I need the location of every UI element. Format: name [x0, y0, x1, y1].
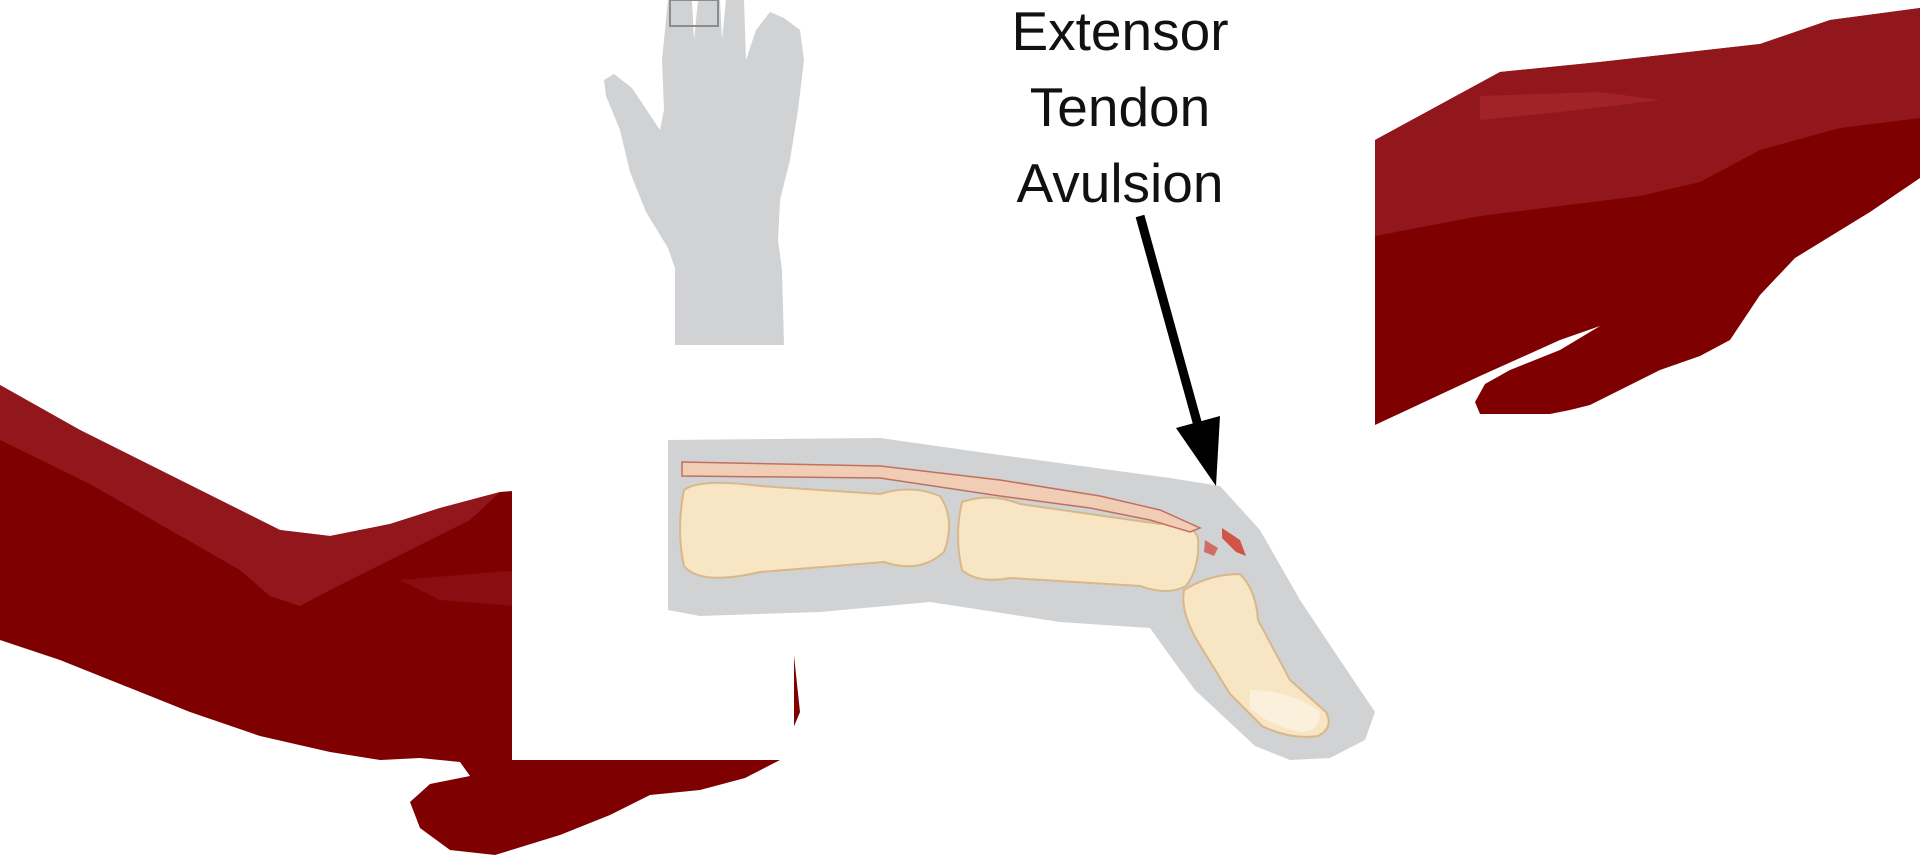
arrow-down-icon — [1140, 216, 1220, 486]
hand-silhouette-icon — [604, 0, 804, 345]
label-line-2: Tendon — [960, 69, 1280, 145]
label-line-3: Avulsion — [960, 145, 1280, 221]
label-line-1: Extensor — [960, 0, 1280, 69]
right-hand-image — [1375, 8, 1920, 425]
